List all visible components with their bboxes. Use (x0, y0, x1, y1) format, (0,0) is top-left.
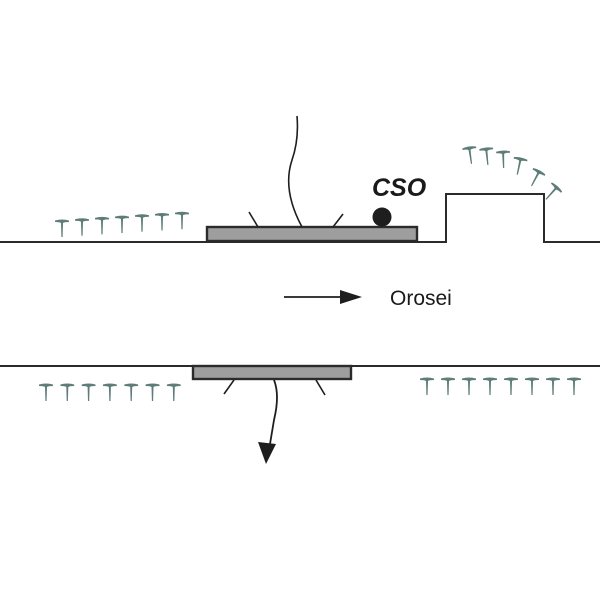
arrow-right-icon (284, 290, 362, 304)
upper-slab-whisker-left (248, 211, 259, 228)
tree-icon (567, 377, 581, 395)
tree-icon (135, 214, 149, 232)
cso-label: CSO (372, 174, 427, 202)
tree-icon (95, 216, 109, 235)
lower-slab-whisker-left (223, 379, 235, 395)
tree-icon (496, 150, 511, 169)
tree-icon (420, 377, 434, 395)
upper-slab-whisker-right (332, 213, 344, 228)
tree-icon (39, 383, 53, 401)
vegetation-lower-right (420, 377, 581, 395)
tree-icon (504, 377, 518, 395)
tree-icon (155, 213, 169, 231)
tree-icon (462, 145, 479, 165)
upper-slab (205, 225, 419, 243)
vegetation-upper-left (55, 211, 189, 237)
vegetation-lower-left (39, 383, 181, 401)
tree-icon (441, 377, 455, 395)
lower-slab-whisker-right (315, 379, 326, 396)
tree-icon (166, 383, 181, 401)
tree-icon (75, 218, 89, 236)
cso-dot-icon (372, 207, 392, 227)
tree-icon (510, 156, 528, 177)
tree-icon (115, 215, 129, 234)
tree-icon (525, 167, 546, 190)
tree-icon (462, 377, 476, 395)
tree-icon (525, 377, 539, 395)
tree-icon (483, 377, 497, 395)
arrow-down-icon (258, 379, 278, 464)
tree-icon (55, 219, 69, 237)
upper-inflow-curve (287, 115, 303, 228)
tree-icon (60, 383, 75, 401)
tree-icon (175, 211, 189, 230)
tree-icon (479, 146, 495, 166)
tree-icon (546, 377, 560, 395)
vegetation-upper-right-arc (462, 145, 563, 205)
tree-icon (102, 383, 117, 401)
flow-destination-label: Orosei (390, 287, 452, 310)
tree-icon (81, 383, 96, 401)
tree-icon (145, 383, 160, 401)
tree-icon (124, 383, 139, 401)
lower-slab (191, 364, 353, 381)
